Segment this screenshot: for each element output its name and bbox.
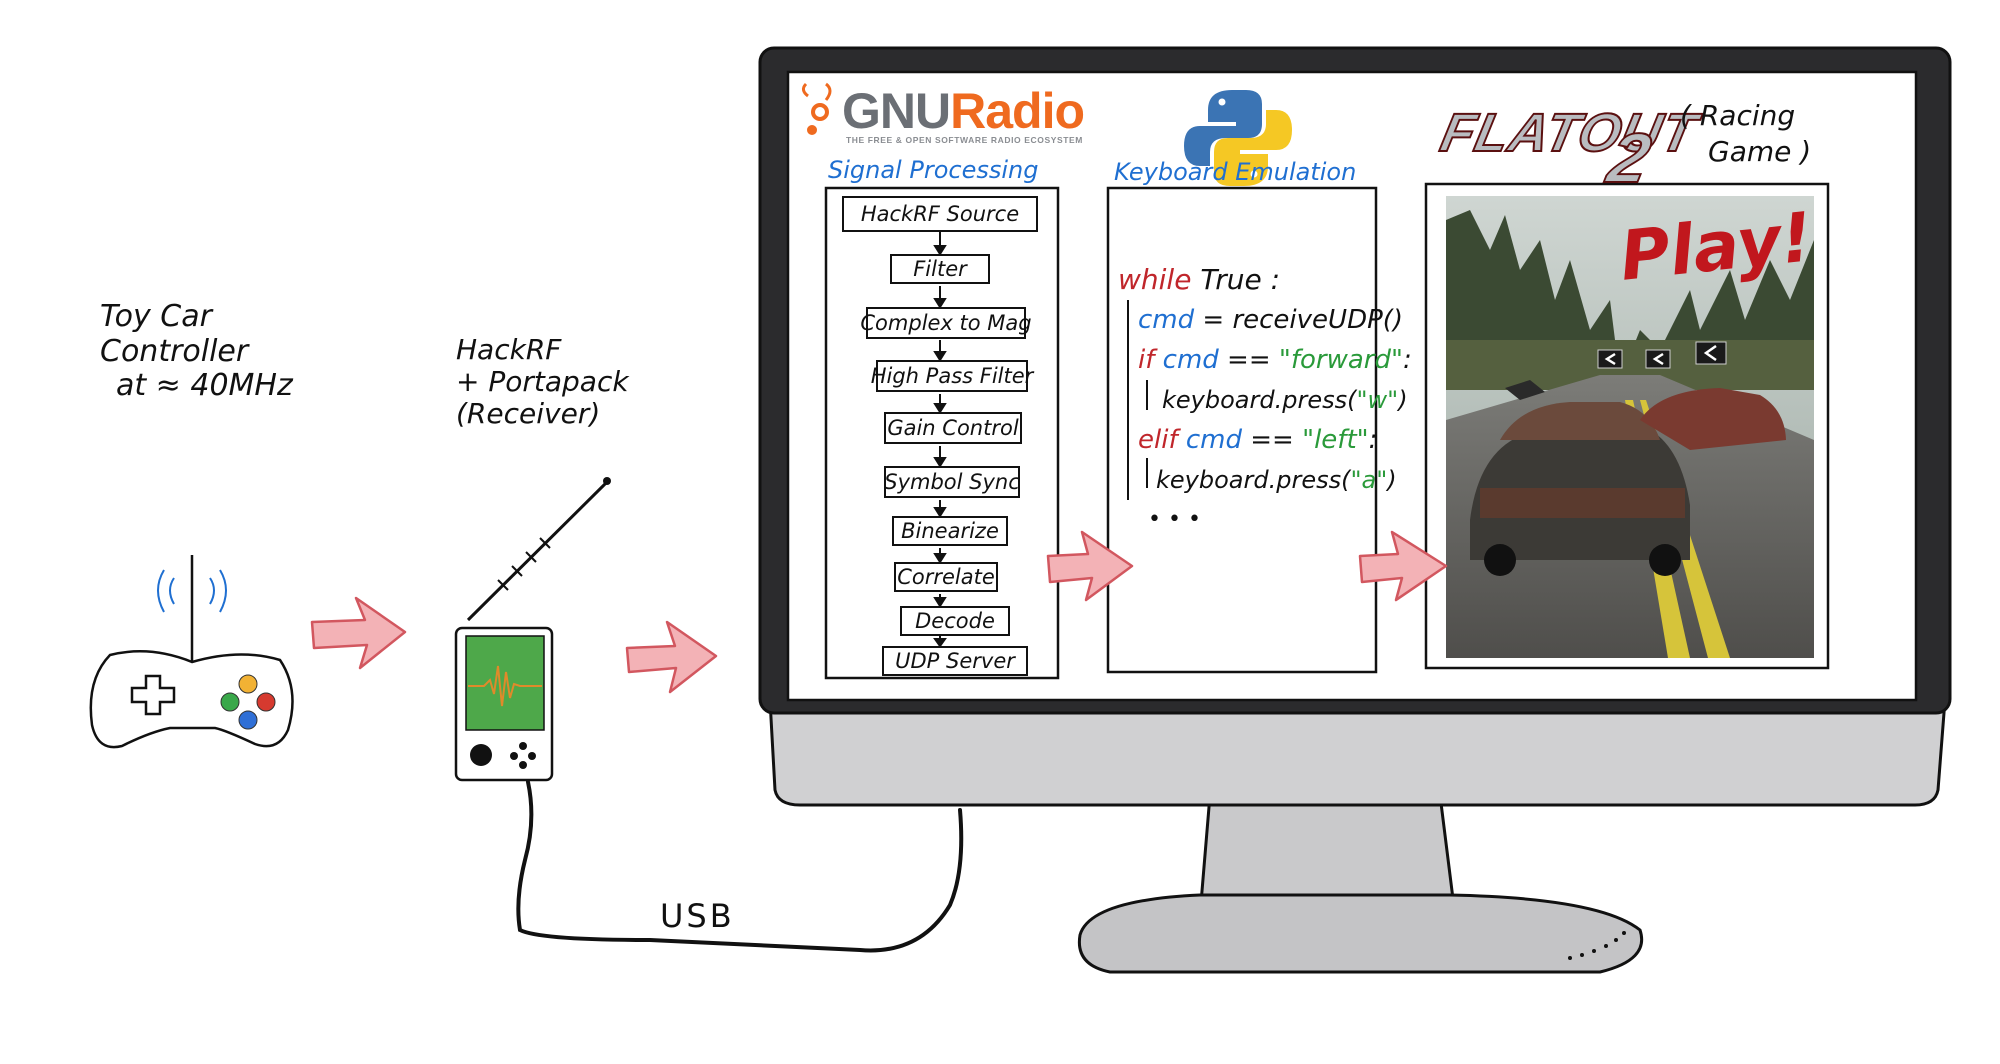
receiver-label-line-2: + Portapack xyxy=(456,365,629,399)
keyboard-emulation-label: Keyboard Emulation xyxy=(1114,158,1357,186)
receiver-label: HackRF + Portapack (Receiver) xyxy=(456,333,629,431)
flowgraph-block: High Pass Filter xyxy=(871,360,1033,392)
game-caption-line-2: Game ) xyxy=(1708,135,1812,168)
gnuradio-logo-subtitle: THE FREE & OPEN SOFTWARE RADIO ECOSYSTEM xyxy=(846,135,1083,145)
code-call: keyboard.press( xyxy=(1156,466,1351,494)
receiver-label-line-1: HackRF xyxy=(456,333,562,366)
flowgraph-block: HackRF Source xyxy=(842,196,1038,232)
code-text: = receiveUDP() xyxy=(1194,305,1404,335)
gnuradio-logo-gnu: GNU xyxy=(842,83,951,139)
monitor-stand-base xyxy=(1077,893,1643,974)
gnuradio-logo-text: GNURadio xyxy=(842,82,1085,140)
code-line-6: keyboard.press("a") xyxy=(1118,460,1412,500)
flowgraph-block: Correlate xyxy=(894,562,998,592)
code-keyword: elif xyxy=(1138,425,1178,455)
code-indent-lines xyxy=(1127,300,1148,500)
code-line-2: cmd = receiveUDP() xyxy=(1118,300,1412,340)
python-panel-frame xyxy=(1106,186,1378,674)
code-text: ) xyxy=(1398,386,1408,414)
flowgraph-block: Binearize xyxy=(892,516,1008,546)
code-string: "w" xyxy=(1356,386,1399,414)
code-call: keyboard.press( xyxy=(1162,386,1357,414)
gnuradio-logo-mark xyxy=(801,82,832,135)
game-caption-line-1: ( Racing xyxy=(1680,99,1796,132)
code-keyword: if xyxy=(1138,345,1155,375)
game-screenshot xyxy=(1446,196,1814,658)
code-operator: == xyxy=(1218,345,1279,375)
code-text: : xyxy=(1402,345,1412,375)
flowgraph-block: Gain Control xyxy=(884,412,1022,444)
code-variable: cmd xyxy=(1177,425,1242,455)
arrow-gnuradio-to-python xyxy=(1046,530,1134,602)
flow-arrows xyxy=(310,530,1448,694)
controller-label: Toy Car Controller at ≈ 40MHz xyxy=(100,299,293,404)
usb-label: USB xyxy=(660,897,735,935)
code-line-3: if cmd == "forward": xyxy=(1118,340,1412,380)
code-variable: cmd xyxy=(1154,345,1219,375)
flowgraph-block: Symbol Sync xyxy=(884,466,1020,498)
gamepad-drawing xyxy=(89,555,294,749)
game-panel-frame xyxy=(1424,182,1830,670)
code-text: True : xyxy=(1191,263,1281,296)
monitor-stand-dots xyxy=(1568,931,1626,960)
arrow-receiver-to-computer xyxy=(625,620,718,694)
flowgraph-block: UDP Server xyxy=(882,646,1028,676)
receiver-label-line-3: (Receiver) xyxy=(456,397,601,431)
code-line-5: elif cmd == "left": xyxy=(1118,420,1412,460)
python-code: while True : cmd = receiveUDP() if cmd =… xyxy=(1118,260,1412,540)
code-string: "left" xyxy=(1302,425,1369,455)
code-operator: == xyxy=(1242,425,1303,455)
code-string: "a" xyxy=(1350,466,1388,494)
code-text: ) xyxy=(1387,466,1397,494)
code-variable: cmd xyxy=(1138,305,1195,335)
gnuradio-logo-radio: Radio xyxy=(950,83,1085,139)
arrow-controller-to-receiver xyxy=(310,596,407,670)
code-line-4: keyboard.press("w") xyxy=(1118,380,1412,420)
hackrf-drawing xyxy=(454,477,611,782)
game-caption: ( Racing Game ) xyxy=(1680,98,1811,170)
controller-label-line-2: Controller xyxy=(100,333,249,369)
code-string: "forward" xyxy=(1278,345,1403,375)
arrow-python-to-game xyxy=(1358,530,1448,602)
code-keyword: while xyxy=(1118,263,1192,296)
flowgraph-block: Complex to Mag xyxy=(860,307,1032,339)
controller-label-line-3: at ≈ 40MHz xyxy=(116,368,293,403)
usb-cable xyxy=(516,780,964,953)
code-line-7: • • • xyxy=(1148,507,1201,532)
python-logo xyxy=(1184,90,1292,186)
flowgraph-connectors xyxy=(933,232,947,648)
code-text: : xyxy=(1368,425,1378,455)
flowgraph-block: Decode xyxy=(900,606,1010,636)
flowgraph-block: Filter xyxy=(890,254,990,284)
code-line-1: while True : xyxy=(1118,260,1412,300)
gnuradio-panel-frame xyxy=(824,186,1060,680)
signal-processing-label: Signal Processing xyxy=(828,156,1039,184)
flatout-logo-text: FLATOUT xyxy=(1435,102,1704,164)
monitor-chin xyxy=(768,698,1947,807)
controller-label-line-1: Toy Car xyxy=(100,299,212,334)
